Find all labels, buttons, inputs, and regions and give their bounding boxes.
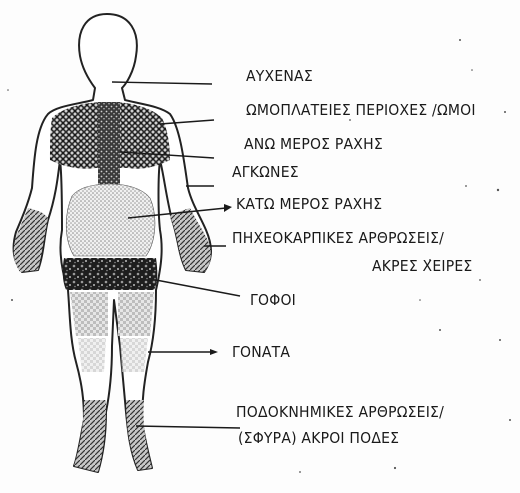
upper-spine-region [98,102,120,192]
thigh-right [118,292,154,336]
label-elbows: ΑΓΚΩΝΕΣ [232,164,299,181]
label-shoulders: ΩΜΟΠΛΑΤΕΙΕΣ ΠΕΡΙΟΧΕΣ /ΩΜΟΙ [246,102,476,119]
label-hips: ΓΟΦΟΙ [250,292,296,309]
label-upper-back: ΑΝΩ ΜΕΡΟΣ ΡΑΧΗΣ [244,136,383,153]
pointer-neck [112,82,212,84]
pointer-arrowheads [210,204,232,355]
pointer-ankles [136,426,240,428]
hand-left [14,208,48,272]
label-lower-back: ΚΑΤΩ ΜΕΡΟΣ ΡΑΧΗΣ [236,196,382,213]
label-ankles-line2: (ΣΦΥΡΑ) ΑΚΡΟΙ ΠΟΔΕΣ [238,430,399,447]
pointer-hips [156,280,240,296]
thigh-left [70,292,108,336]
hips-region [63,258,158,290]
label-neck: ΑΥΧΕΝΑΣ [246,68,313,85]
label-wrists-line2: ΑΚΡΕΣ ΧΕΙΡΕΣ [372,258,472,275]
knee-right [120,338,148,372]
hand-right [170,208,211,272]
knee-left [78,338,106,372]
label-ankles-line1: ΠΟΔΟΚΝΗΜΙΚΕΣ ΑΡΘΡΩΣΕΙΣ/ [236,404,444,421]
foot-right [126,400,152,470]
label-knees: ΓΟΝΑΤΑ [232,344,290,361]
label-wrists-line1: ΠΗΧΕΟΚΑΡΠΙΚΕΣ ΑΡΘΡΩΣΕΙΣ/ [232,230,444,247]
lower-back-region [66,184,155,256]
